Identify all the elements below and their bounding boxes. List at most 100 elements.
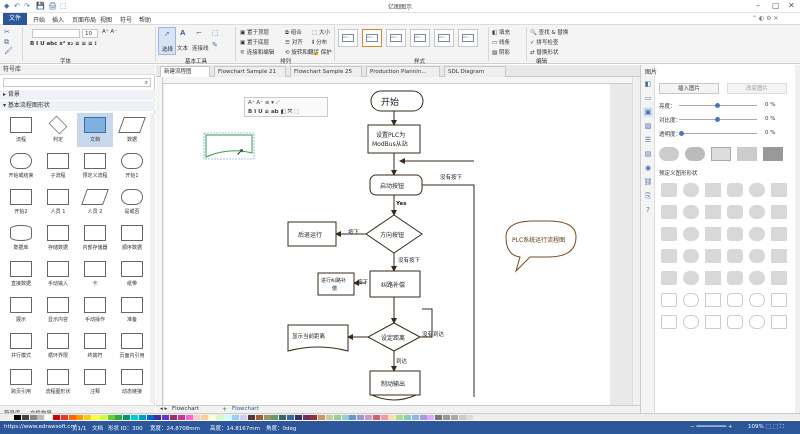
predefined-shape-6[interactable] — [661, 205, 677, 219]
predefined-shape-11[interactable] — [771, 205, 787, 219]
palette-swatch[interactable] — [131, 415, 138, 420]
predefined-shape-30[interactable] — [661, 293, 677, 307]
floating-font-icons[interactable]: A⁺ A⁻ ≡ ▾ ⟋ — [248, 100, 280, 106]
predefined-shape-9[interactable] — [727, 205, 743, 219]
menu-symbols[interactable]: 符号 — [120, 17, 133, 24]
init-plc-process[interactable] — [367, 124, 421, 154]
palette-swatch[interactable] — [84, 415, 92, 420]
show-distance-document[interactable] — [287, 324, 349, 352]
help-icon[interactable]: ? — [646, 206, 650, 214]
status-url[interactable]: https://www.edrawsoft.cn/ — [4, 424, 76, 430]
ribbon-options-icon[interactable]: ⌃ ◐ ⚙ ✕ — [752, 15, 779, 22]
select-tool-button[interactable]: ➚ 选择 — [158, 27, 176, 55]
zoom-slider[interactable]: − ━━━━━━━━━ + — [690, 424, 733, 430]
style-thumb-3[interactable]: Abc — [386, 29, 406, 47]
menu-page-layout[interactable]: 页面布局 — [72, 17, 97, 24]
palette-swatch[interactable] — [380, 415, 388, 420]
palette-swatch[interactable] — [201, 415, 209, 420]
format-painter-icon[interactable]: 🖌 — [4, 47, 13, 55]
predefined-shape-36[interactable] — [661, 315, 677, 329]
style-thumb-4[interactable]: Abc — [410, 29, 430, 47]
cut-icon[interactable]: ✂ — [4, 28, 10, 36]
predefined-shape-31[interactable] — [683, 293, 699, 307]
align-button[interactable]: ☰ 对齐 — [285, 40, 303, 46]
connect-edit-button[interactable]: ⚟ 连接和编辑 — [240, 50, 275, 56]
palette-swatch[interactable] — [92, 415, 99, 420]
style-thumb-1[interactable]: Abc — [338, 29, 358, 47]
track-action-process[interactable] — [317, 272, 355, 296]
palette-swatch[interactable] — [14, 415, 21, 420]
palette-swatch[interactable] — [310, 415, 318, 420]
image-panel-icon[interactable]: ▣ — [643, 107, 653, 117]
find-replace-button[interactable]: 🔍 查找 & 替换 — [530, 30, 569, 36]
predefined-shape-33[interactable] — [727, 293, 743, 307]
sheet-tab-active[interactable]: Flowchart — [232, 406, 259, 412]
library-shape-9[interactable]: 人员 1 — [40, 185, 76, 219]
predefined-shape-17[interactable] — [771, 227, 787, 241]
connector-tool-button[interactable]: ⌐ 连接线 — [192, 29, 209, 52]
palette-swatch[interactable] — [427, 415, 435, 420]
palette-swatch[interactable] — [162, 415, 170, 420]
protect-button[interactable]: 🔒 保护 — [312, 50, 332, 56]
library-shape-1[interactable]: 判定 — [40, 113, 76, 147]
library-shape-20[interactable]: 展示 — [3, 293, 39, 327]
palette-swatch[interactable] — [232, 415, 240, 420]
palette-swatch[interactable] — [240, 415, 248, 420]
font-name-select[interactable] — [32, 29, 80, 38]
pen-tool-icon[interactable]: ✎ — [212, 41, 218, 49]
palette-swatch[interactable] — [68, 415, 76, 420]
size-button[interactable]: ⬚ 大小 — [312, 30, 330, 36]
palette-swatch[interactable] — [365, 415, 372, 420]
predefined-shape-14[interactable] — [705, 227, 721, 241]
library-shape-4[interactable]: 开始或结束 — [3, 149, 39, 183]
predefined-shape-5[interactable] — [771, 183, 787, 197]
shape-tools-icon[interactable]: ⬚ — [212, 29, 219, 37]
text-tool-button[interactable]: A 文本 — [177, 29, 189, 52]
palette-swatch[interactable] — [419, 415, 427, 420]
predefined-shape-34[interactable] — [749, 293, 765, 307]
palette-swatch[interactable] — [396, 415, 404, 420]
sheet-tab-flowchart[interactable]: Flowchart — [172, 406, 199, 412]
palette-swatch[interactable] — [443, 415, 450, 420]
font-size-select[interactable]: 10 — [82, 29, 98, 38]
sheet-nav-icon[interactable]: ◂ ▸ — [160, 406, 168, 412]
predefined-shape-25[interactable] — [683, 271, 699, 285]
bring-front-button[interactable]: ▣ 置于顶层 — [240, 30, 269, 36]
replace-shape-button[interactable]: ⇄ 替换形状 — [530, 50, 559, 56]
layer-panel-icon[interactable]: ☰ — [644, 136, 652, 144]
predefined-shape-37[interactable] — [683, 315, 699, 329]
line-button[interactable]: ▭ 线条 — [492, 40, 510, 46]
predefined-shape-2[interactable] — [705, 183, 721, 197]
palette-swatch[interactable] — [404, 415, 411, 420]
category-background[interactable]: ▸ 背景 — [0, 90, 155, 100]
palette-swatch[interactable] — [216, 415, 224, 420]
predefined-shape-0[interactable] — [661, 183, 677, 197]
library-shape-27[interactable]: 页面内引用 — [114, 329, 150, 363]
library-shape-6[interactable]: 预定义流程 — [77, 149, 113, 183]
predefined-shape-1[interactable] — [683, 183, 699, 197]
library-search-input[interactable]: ⌕ — [3, 78, 151, 87]
predefined-shape-24[interactable] — [661, 271, 677, 285]
predefined-shape-35[interactable] — [771, 293, 787, 307]
palette-swatch[interactable] — [37, 415, 45, 420]
palette-swatch[interactable] — [209, 415, 216, 420]
start-button-decision[interactable] — [369, 174, 423, 196]
effect-thumb-2[interactable] — [685, 147, 705, 161]
palette-swatch[interactable] — [271, 415, 279, 420]
style-thumb-2[interactable]: Abc — [362, 29, 382, 47]
library-shape-8[interactable]: 开始2 — [3, 185, 39, 219]
library-shape-30[interactable]: 注释 — [77, 365, 113, 399]
library-shape-15[interactable]: 顺序数据 — [114, 221, 150, 255]
menu-file[interactable]: 文件 — [3, 13, 27, 25]
palette-swatch[interactable] — [411, 415, 419, 420]
predefined-shape-19[interactable] — [683, 249, 699, 263]
library-shape-12[interactable]: 数据库 — [3, 221, 39, 255]
minimize-icon[interactable]: – — [756, 1, 760, 10]
palette-swatch[interactable] — [60, 415, 68, 420]
group-button[interactable]: ⧉ 组合 — [285, 30, 302, 36]
library-shape-14[interactable]: 内部存储器 — [77, 221, 113, 255]
palette-swatch[interactable] — [333, 415, 341, 420]
palette-swatch[interactable] — [279, 415, 287, 420]
tab-new-flowchart[interactable]: 新建流程图 — [160, 66, 210, 77]
palette-swatch[interactable] — [466, 415, 474, 420]
